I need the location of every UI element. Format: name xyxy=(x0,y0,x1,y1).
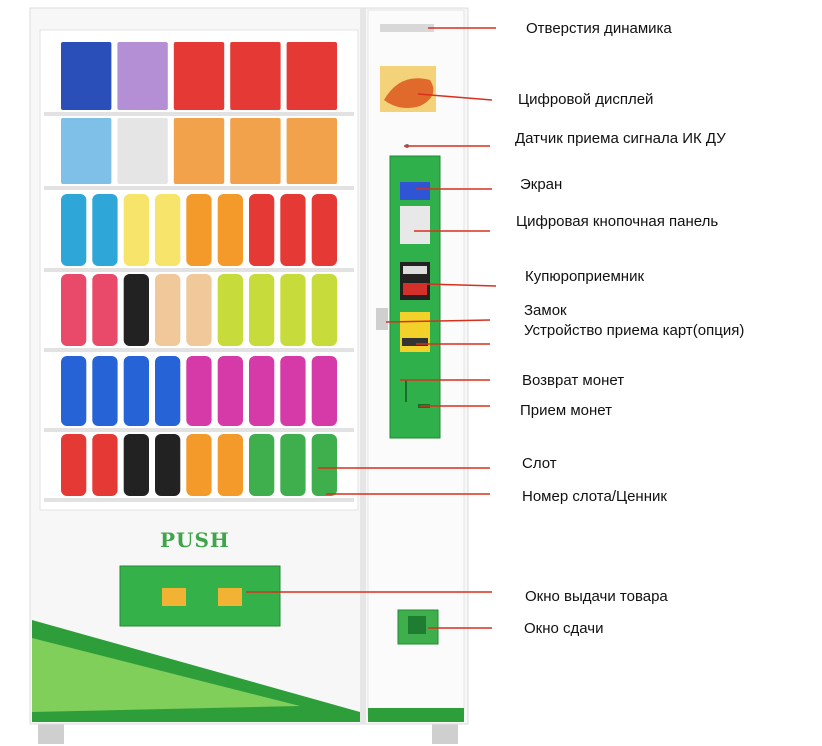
product-item xyxy=(230,42,281,110)
keypad-panel xyxy=(400,206,430,244)
card-reader-slot xyxy=(402,338,428,346)
callout-screen: Экран xyxy=(520,176,563,193)
bottom-green-band-light xyxy=(32,638,300,712)
speaker-grille xyxy=(380,24,434,32)
product-item xyxy=(61,194,87,266)
callout-speaker: Отверстия динамика xyxy=(526,20,672,37)
product-item xyxy=(186,274,212,346)
product-item xyxy=(92,274,118,346)
shelf-rail xyxy=(44,498,354,502)
machine-leg-left xyxy=(38,722,64,744)
leader-line xyxy=(385,319,491,323)
product-item xyxy=(286,42,337,110)
product-item xyxy=(155,356,181,426)
product-item xyxy=(186,434,212,496)
screen-panel xyxy=(400,182,430,200)
product-item xyxy=(249,434,275,496)
change-window-cup xyxy=(408,616,426,634)
product-item xyxy=(117,118,168,184)
callout-lock: Замок xyxy=(524,302,567,319)
product-item xyxy=(155,434,181,496)
bill-acceptor-light xyxy=(403,283,427,295)
product-item xyxy=(217,356,243,426)
right-base-band xyxy=(368,708,464,722)
product-item xyxy=(230,118,281,184)
callout-ir-sensor: Датчик приема сигнала ИК ДУ xyxy=(515,130,726,147)
product-item xyxy=(123,434,149,496)
callout-bill-acceptor: Купюроприемник xyxy=(525,268,645,285)
product-item xyxy=(186,356,212,426)
product-item xyxy=(186,194,212,266)
callout-coin-return: Возврат монет xyxy=(522,372,625,389)
product-item xyxy=(61,434,87,496)
product-item xyxy=(123,194,149,266)
callout-change-window: Окно сдачи xyxy=(524,620,604,637)
product-item xyxy=(217,194,243,266)
product-item xyxy=(280,274,306,346)
digital-display-image xyxy=(384,78,434,108)
delivery-flap-right xyxy=(218,588,242,606)
product-item xyxy=(61,42,112,110)
product-item xyxy=(286,118,337,184)
product-item xyxy=(155,194,181,266)
callout-keypad: Цифровая кнопочная панель xyxy=(516,213,719,230)
leader-line xyxy=(417,93,493,101)
callout-slot-number: Номер слота/Ценник xyxy=(522,488,667,505)
callout-coin-acceptor: Прием монет xyxy=(520,402,612,419)
shelf-rail xyxy=(44,112,354,116)
product-item xyxy=(155,274,181,346)
product-item xyxy=(123,274,149,346)
lock-handle xyxy=(376,308,388,330)
product-item xyxy=(217,274,243,346)
callout-delivery-window: Окно выдачи товара xyxy=(525,588,668,605)
product-item xyxy=(61,274,87,346)
machine-divider xyxy=(360,8,366,724)
shelf-rail xyxy=(44,186,354,190)
product-item xyxy=(249,274,275,346)
product-item xyxy=(311,434,337,496)
product-item xyxy=(311,194,337,266)
product-item xyxy=(217,434,243,496)
product-item xyxy=(123,356,149,426)
shelf-rail xyxy=(44,428,354,432)
product-item xyxy=(61,356,87,426)
bill-acceptor-slot xyxy=(403,266,427,274)
product-item xyxy=(92,434,118,496)
leader-line xyxy=(425,283,497,287)
product-item xyxy=(173,42,225,110)
callout-slot: Слот xyxy=(522,455,557,472)
product-item xyxy=(280,356,306,426)
product-item xyxy=(280,194,306,266)
product-item xyxy=(61,118,112,184)
product-item xyxy=(92,356,118,426)
product-item xyxy=(249,194,275,266)
product-item xyxy=(311,356,337,426)
leader-lines xyxy=(246,27,497,629)
product-item xyxy=(173,118,225,184)
shelf-rail xyxy=(44,348,354,352)
product-item xyxy=(280,434,306,496)
product-shelves xyxy=(44,42,354,502)
callout-digital-display: Цифровой дисплей xyxy=(518,91,654,108)
shelf-rail xyxy=(44,268,354,272)
machine-leg-right xyxy=(432,722,458,744)
product-item xyxy=(117,42,168,110)
delivery-flap-left xyxy=(162,588,186,606)
delivery-window-frame xyxy=(119,565,281,627)
product-item xyxy=(311,274,337,346)
product-item xyxy=(249,356,275,426)
product-item xyxy=(92,194,118,266)
callout-card-reader: Устройство приема карт(опция) xyxy=(524,322,745,339)
push-label: PUSH xyxy=(160,528,230,552)
